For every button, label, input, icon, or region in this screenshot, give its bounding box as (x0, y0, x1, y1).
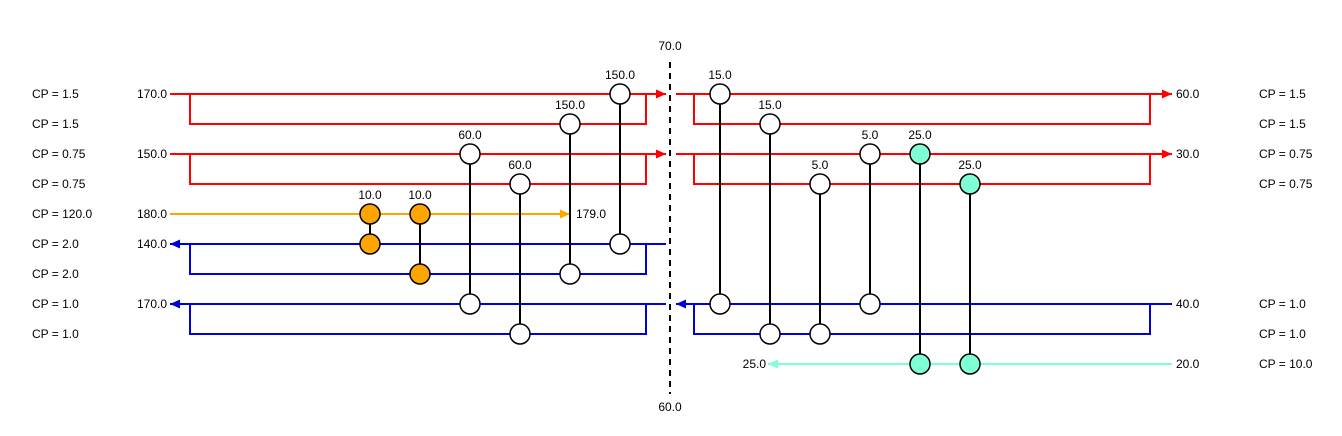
stream-temperature-label: 170.0 (137, 297, 167, 311)
cp-label-right: CP = 1.5 (1259, 87, 1306, 101)
cp-label-left: CP = 1.0 (32, 297, 79, 311)
stream-temperature-label: 150.0 (137, 147, 167, 161)
heat-exchanger-node (959, 173, 981, 195)
hot-stream-split-branch (693, 154, 1151, 185)
heat-exchanger-node (859, 293, 881, 315)
heat-exchanger-node (909, 143, 931, 165)
heat-exchanger-node (959, 353, 981, 375)
stream-temperature-label: 180.0 (137, 207, 167, 221)
pinch-temperature-top-label: 70.0 (658, 39, 682, 53)
heat-exchanger-node (459, 293, 481, 315)
hot-stream-split-branch (189, 94, 647, 125)
stream-temperature-label: 140.0 (137, 237, 167, 251)
cp-label-left: CP = 120.0 (32, 207, 92, 221)
exchanger-duty-label: 10.0 (358, 188, 382, 202)
heat-exchanger-node (709, 83, 731, 105)
arrow-head (170, 299, 180, 309)
cp-label-right: CP = 1.0 (1259, 327, 1306, 341)
cp-label-right: CP = 10.0 (1259, 357, 1313, 371)
cp-label-left: CP = 1.5 (32, 117, 79, 131)
exchanger-duty-label: 150.0 (605, 68, 635, 82)
heat-exchanger-node (359, 233, 381, 255)
cp-label-left: CP = 0.75 (32, 177, 86, 191)
exchanger-duty-label: 25.0 (958, 158, 982, 172)
arrow-head (656, 149, 666, 159)
arrow-head (676, 299, 686, 309)
stream-temperature-label: 60.0 (1176, 87, 1200, 101)
exchanger-duty-label: 10.0 (408, 188, 432, 202)
heat-exchanger-node (909, 353, 931, 375)
cp-label-left: CP = 1.5 (32, 87, 79, 101)
heat-exchanger-node (809, 323, 831, 345)
exchanger-duty-label: 60.0 (508, 158, 532, 172)
heat-exchanger-node (809, 173, 831, 195)
cp-label-right: CP = 1.5 (1259, 117, 1306, 131)
cp-label-left: CP = 2.0 (32, 237, 79, 251)
cp-label-left: CP = 1.0 (32, 327, 79, 341)
cp-label-right: CP = 0.75 (1259, 147, 1313, 161)
stream-temperature-label: 30.0 (1176, 147, 1200, 161)
exchanger-duty-label: 15.0 (758, 98, 782, 112)
hot-stream-split-branch (693, 94, 1151, 125)
heat-exchanger-node (359, 203, 381, 225)
arrow-head (560, 209, 570, 219)
heat-exchanger-node (409, 263, 431, 285)
cp-label-right: CP = 0.75 (1259, 177, 1313, 191)
heat-exchanger-node (709, 293, 731, 315)
stream-temperature-label: 40.0 (1176, 297, 1200, 311)
heat-exchanger-node (759, 323, 781, 345)
exchanger-duty-label: 150.0 (555, 98, 585, 112)
arrow-head (1162, 89, 1172, 99)
heat-exchanger-node (759, 113, 781, 135)
cp-label-left: CP = 0.75 (32, 147, 86, 161)
pinch-temperature-bottom-label: 60.0 (658, 400, 682, 414)
heat-exchanger-node (509, 173, 531, 195)
cold-stream-split-branch (693, 304, 1151, 335)
cold-stream-split-branch (189, 304, 647, 335)
exchanger-duty-label: 25.0 (908, 128, 932, 142)
exchanger-duty-label: 5.0 (812, 158, 829, 172)
heat-exchanger-node (609, 83, 631, 105)
stream-temperature-label: 179.0 (576, 207, 606, 221)
exchanger-duty-label: 5.0 (862, 128, 879, 142)
arrow-head (1162, 149, 1172, 159)
heat-exchanger-node (559, 263, 581, 285)
hot-stream-split-branch (189, 154, 647, 185)
heat-exchanger-node (509, 323, 531, 345)
heat-exchanger-node (559, 113, 581, 135)
arrow-head (170, 239, 180, 249)
heat-exchanger-node (859, 143, 881, 165)
heat-exchanger-node (459, 143, 481, 165)
stream-temperature-label: 20.0 (1176, 357, 1200, 371)
exchanger-duty-label: 15.0 (708, 68, 732, 82)
cp-label-right: CP = 1.0 (1259, 297, 1306, 311)
stream-temperature-label: 170.0 (137, 87, 167, 101)
exchanger-duty-label: 60.0 (458, 128, 482, 142)
heat-exchanger-node (609, 233, 631, 255)
stream-temperature-label: 25.0 (743, 357, 767, 371)
arrow-head (768, 359, 778, 369)
arrow-head (656, 89, 666, 99)
heat-exchanger-node (409, 203, 431, 225)
cp-label-left: CP = 2.0 (32, 267, 79, 281)
